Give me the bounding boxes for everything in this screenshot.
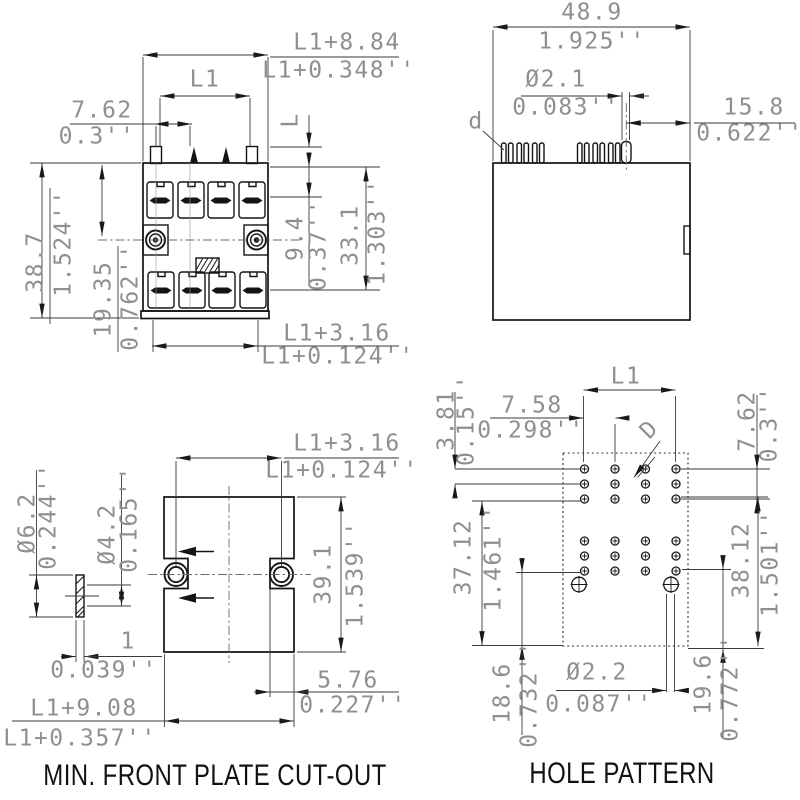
dim-front-width-total-in: L1+0.348'' <box>262 57 416 84</box>
dim-side-width-mm: 48.9 <box>561 0 623 26</box>
dim-front-width-bottom-mm: L1+3.16 <box>283 320 391 347</box>
dim-holes-height-right-mm: 38.12 <box>728 521 755 599</box>
hole-pattern-linework <box>562 440 689 647</box>
dim-side-offset-in: 0.622'' <box>696 120 800 147</box>
dim-front-flange-mm: 19.35 <box>90 260 117 338</box>
label-side-pin-d: d <box>468 108 484 135</box>
dim-cutout-height-in: 1.539'' <box>342 520 369 628</box>
dim-cutout-height-mm: 39.1 <box>310 543 337 605</box>
dim-front-pitch-in: 0.3'' <box>58 123 136 150</box>
dim-front-height-mm: 38.7 <box>22 231 49 293</box>
front-view-dimensions <box>30 52 399 352</box>
dim-front-span-in: 1.303'' <box>364 178 391 286</box>
dim-cutout-plate-mm: 1 <box>120 628 136 655</box>
side-view-dimensions <box>482 24 795 161</box>
dim-front-l1: L1 <box>189 66 221 93</box>
dim-cutout-width-bottom-mm: L1+9.08 <box>30 695 138 722</box>
dim-front-slot-in: 0.37'' <box>305 198 332 292</box>
cutout-view-title: MIN. FRONT PLATE CUT-OUT <box>43 759 387 792</box>
dim-holes-bottom-left-in: 0.732'' <box>516 640 543 748</box>
dim-front-flange-in: 0.762'' <box>117 243 144 351</box>
dim-front-width-total-mm: L1+8.84 <box>293 29 401 56</box>
dim-cutout-width-top-mm: L1+3.16 <box>293 430 401 457</box>
side-view-linework <box>492 103 691 321</box>
dim-holes-bottom-right-mm: 19.6 <box>690 653 717 715</box>
dim-front-width-bottom-in: L1+0.124'' <box>261 343 415 370</box>
dim-holes-dia-in: 0.087'' <box>545 691 653 718</box>
dim-cutout-notch-in: 0.227'' <box>299 692 407 719</box>
dim-holes-l1: L1 <box>610 363 642 390</box>
dim-holes-row-pitch-in: 0.15'' <box>453 373 480 467</box>
dim-cutout-hole-inner-in: 0.165'' <box>116 465 143 573</box>
dim-holes-height-left-mm: 37.12 <box>450 518 477 596</box>
dim-cutout-width-top-in: L1+0.124'' <box>265 457 419 484</box>
cutout-view-linework <box>65 486 311 663</box>
dim-holes-col-pitch-in: 0.298'' <box>477 417 585 444</box>
dim-holes-col-pitch-mm: 7.58 <box>501 392 563 419</box>
dim-holes-height-left-in: 1.461'' <box>480 504 507 612</box>
cutout-view-dimensions <box>12 455 399 727</box>
dim-cutout-notch-mm: 5.76 <box>317 667 379 694</box>
dim-side-width-in: 1.925'' <box>538 28 646 55</box>
dim-front-pitch-mm: 7.62 <box>71 97 133 124</box>
dim-front-height-in: 1.524'' <box>50 189 77 297</box>
front-view-linework <box>140 145 270 320</box>
dim-front-span-mm: 33.1 <box>337 204 364 266</box>
dim-holes-height-right-in: 1.501'' <box>757 509 784 617</box>
hole-pattern-dimensions <box>452 387 770 738</box>
dim-front-pin-length-label: L <box>277 112 304 128</box>
dim-front-slot-mm: 9.4 <box>282 214 309 262</box>
dim-holes-dia-mm: Ø2.2 <box>566 659 628 686</box>
dim-holes-bottom-left-mm: 18.6 <box>489 662 516 724</box>
dim-side-pin-dia-in: 0.083'' <box>512 94 620 121</box>
dim-holes-row-span-in: 0.3'' <box>756 385 783 463</box>
dim-cutout-plate-in: 0.039'' <box>50 657 158 684</box>
dim-side-pin-dia-mm: Ø2.1 <box>525 66 587 93</box>
dim-holes-bottom-right-in: 0.772'' <box>717 634 744 742</box>
dim-cutout-hole-outer-in: 0.244'' <box>35 462 62 570</box>
dim-cutout-width-bottom-in: L1+0.357'' <box>3 725 157 752</box>
dim-side-offset-mm: 15.8 <box>723 94 785 121</box>
hole-pattern-title: HOLE PATTERN <box>529 757 715 790</box>
